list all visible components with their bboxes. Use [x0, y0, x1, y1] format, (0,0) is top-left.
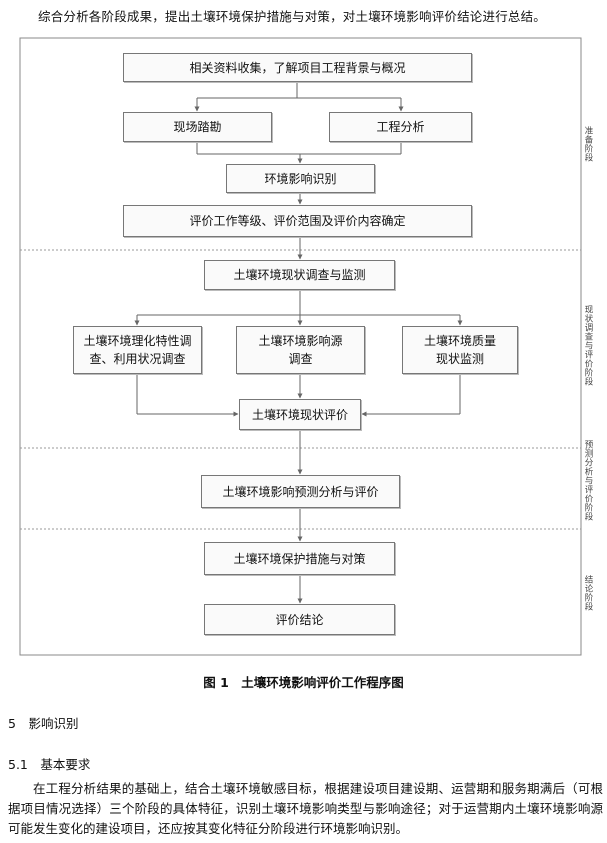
box-engineering-analysis: 工程分析: [329, 112, 472, 142]
stage-label-conclusion: 结论阶段: [583, 575, 593, 611]
stage-label-prep: 准备阶段: [583, 126, 593, 162]
box-physchem-line1: 土壤环境理化特性调: [83, 334, 192, 348]
box-impact-identification: 环境影响识别: [226, 164, 375, 193]
stage-label-status: 现状调查与评价阶段: [583, 305, 593, 386]
body-paragraph: 在工程分析结果的基础上，结合土壤环境敏感目标，根据建设项目建设期、运营期和服务期…: [8, 779, 603, 839]
box-quality-line2: 现状监测: [435, 352, 484, 366]
box-quality-line1: 土壤环境质量: [423, 334, 496, 348]
box-physchem-survey: 土壤环境理化特性调 查、利用状况调查: [73, 326, 202, 374]
paragraph-text: 在工程分析结果的基础上，结合土壤环境敏感目标，根据建设项目建设期、运营期和服务期…: [8, 781, 603, 836]
section-heading-5-1: 5.1 基本要求: [8, 757, 91, 772]
box-site-survey: 现场踏勘: [123, 112, 272, 142]
intro-text: 综合分析各阶段成果，提出土壤环境保护措施与对策，对土壤环境影响评价结论进行总结。: [38, 9, 547, 24]
box-impact-prediction: 土壤环境影响预测分析与评价: [201, 475, 400, 508]
box-conclusion: 评价结论: [204, 604, 395, 635]
diagram-frame: [19, 37, 582, 656]
box-quality-monitoring: 土壤环境质量 现状监测: [402, 326, 518, 374]
box-source-line2: 调查: [288, 352, 313, 366]
box-source-line1: 土壤环境影响源: [258, 334, 343, 348]
figure-caption: 图 1 土壤环境影响评价工作程序图: [203, 675, 404, 690]
stage-label-predict: 预测分析与评价阶段: [583, 440, 593, 521]
box-protection-measures: 土壤环境保护措施与对策: [204, 542, 395, 575]
box-source-survey: 土壤环境影响源 调查: [236, 326, 365, 374]
box-status-survey: 土壤环境现状调查与监测: [204, 260, 395, 290]
box-grade-scope: 评价工作等级、评价范围及评价内容确定: [123, 205, 472, 237]
section-heading-5: 5 影响识别: [8, 716, 79, 731]
box-status-evaluation: 土壤环境现状评价: [239, 399, 361, 430]
box-physchem-line2: 查、利用状况调查: [89, 352, 186, 366]
box-collect: 相关资料收集，了解项目工程背景与概况: [123, 53, 472, 82]
